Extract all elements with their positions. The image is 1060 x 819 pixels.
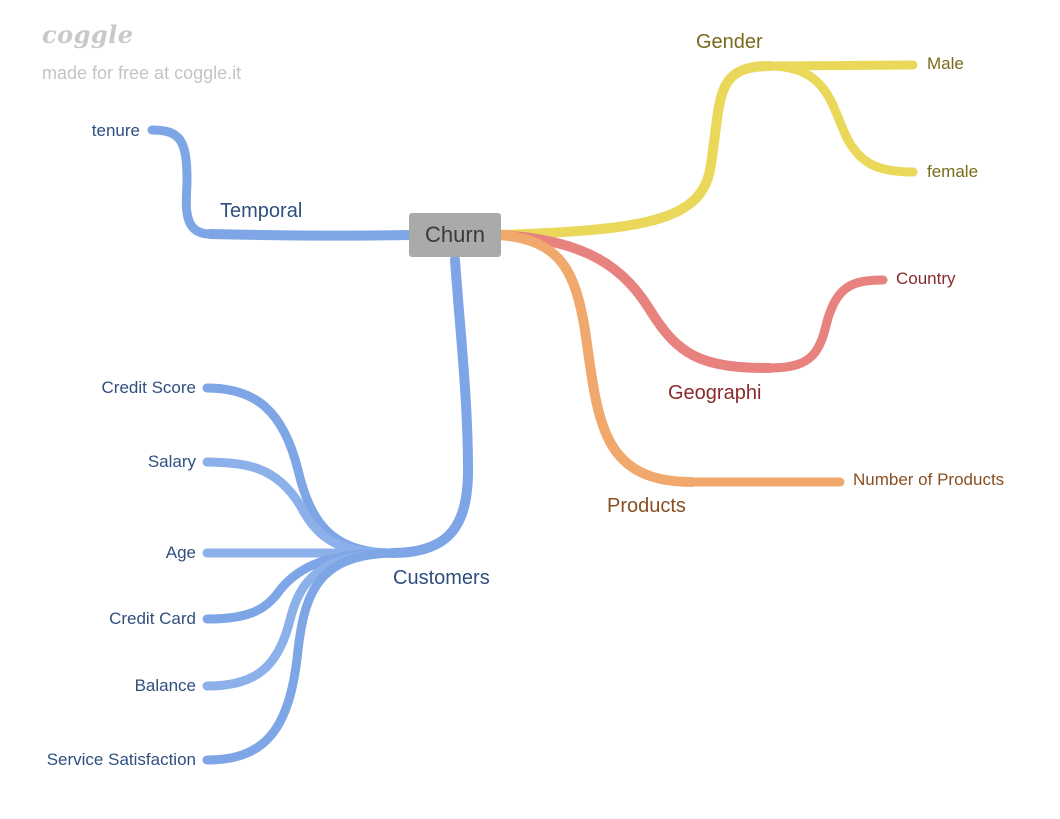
coggle-tagline: made for free at coggle.it bbox=[42, 63, 242, 83]
leaf-female[interactable]: female bbox=[927, 162, 979, 181]
branch-gender[interactable]: Gender bbox=[696, 31, 763, 53]
branch-temporal[interactable]: Temporal bbox=[220, 200, 303, 222]
leaf-number-of-products[interactable]: Number of Products bbox=[853, 470, 1005, 489]
connector-root-products bbox=[495, 230, 697, 487]
leaf-credit-card[interactable]: Credit Card bbox=[109, 609, 196, 628]
connector-root-geographi bbox=[495, 230, 775, 373]
branch-customers[interactable]: Customers bbox=[393, 567, 490, 589]
leaf-age[interactable]: Age bbox=[165, 543, 196, 562]
connector-geographi-country bbox=[765, 275, 888, 373]
leaf-service-satisfaction[interactable]: Service Satisfaction bbox=[46, 750, 196, 769]
leaf-tenure[interactable]: tenure bbox=[91, 121, 140, 140]
connector-customers-service-satisfaction bbox=[202, 548, 397, 765]
leaf-male[interactable]: Male bbox=[927, 54, 964, 73]
connector-gender-female bbox=[765, 61, 918, 177]
connector-temporal-tenure bbox=[147, 125, 215, 239]
root-node-label: Churn bbox=[425, 222, 485, 247]
root-node-shape[interactable] bbox=[409, 213, 501, 257]
branch-geographi[interactable]: Geographi bbox=[668, 382, 762, 404]
leaf-country[interactable]: Country bbox=[896, 269, 956, 288]
leaf-credit-score[interactable]: Credit Score bbox=[101, 378, 196, 397]
branch-products[interactable]: Products bbox=[607, 495, 686, 517]
connector-customers-credit-score bbox=[202, 383, 397, 558]
leaf-salary[interactable]: Salary bbox=[147, 452, 196, 471]
coggle-logo: coggle bbox=[42, 20, 134, 49]
connector-root-temporal bbox=[205, 229, 414, 241]
connector-root-customers bbox=[387, 255, 474, 558]
connector-root-gender bbox=[495, 61, 775, 240]
leaf-balance[interactable]: Balance bbox=[134, 676, 196, 695]
